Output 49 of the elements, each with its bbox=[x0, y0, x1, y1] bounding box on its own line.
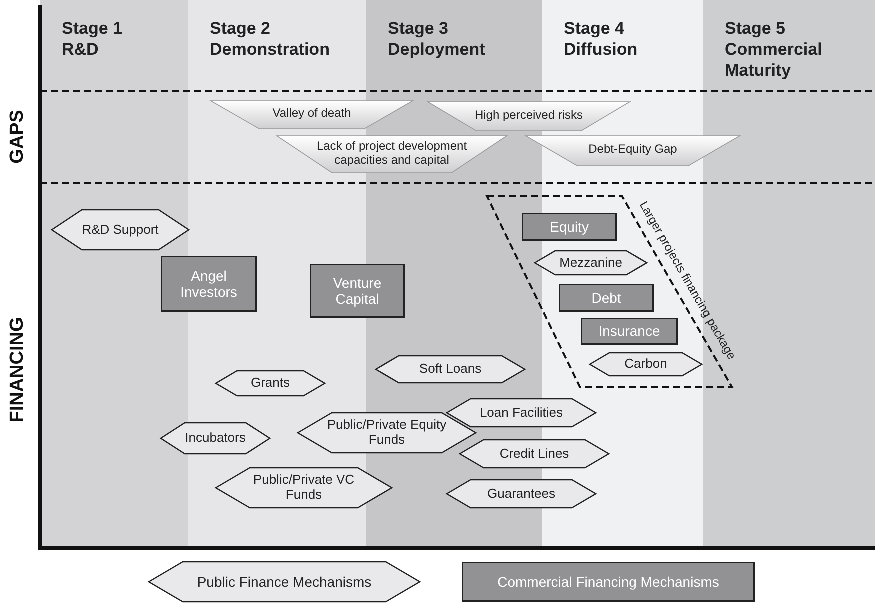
mechanism-label: Loan Facilities bbox=[480, 406, 564, 420]
public-finance-tag bbox=[535, 251, 647, 275]
section-label: FINANCING bbox=[6, 317, 29, 423]
mechanism-label: Public/Private Equity Funds bbox=[326, 418, 448, 448]
stage-heading: Stage 3 Deployment bbox=[388, 18, 486, 60]
gap-banner bbox=[277, 136, 507, 173]
public-finance-tag bbox=[460, 440, 609, 468]
section-label: GAPS bbox=[6, 110, 29, 164]
gap-label: Debt-Equity Gap bbox=[588, 143, 678, 157]
mechanism-label: R&D Support bbox=[82, 222, 159, 238]
public-finance-tag bbox=[376, 356, 525, 383]
mechanism-label: Grants bbox=[250, 376, 290, 391]
gap-banner bbox=[526, 136, 740, 166]
commercial-finance-box bbox=[310, 264, 405, 318]
public-finance-tag bbox=[447, 399, 596, 427]
mechanism-label: Angel Investors bbox=[180, 268, 238, 300]
mechanism-label: Carbon bbox=[624, 357, 668, 372]
mechanism-label: Venture Capital bbox=[332, 274, 383, 308]
commercial-finance-box bbox=[522, 213, 617, 241]
commercial-finance-box bbox=[161, 256, 257, 312]
gap-label: Valley of death bbox=[272, 107, 352, 121]
mechanism-label: Equity bbox=[550, 218, 589, 236]
mechanism-label: Credit Lines bbox=[500, 446, 570, 462]
stage-heading: Stage 4 Diffusion bbox=[564, 18, 639, 60]
stage-heading: Stage 2 Demonstration bbox=[210, 18, 331, 60]
mechanism-label: Debt bbox=[592, 290, 622, 306]
mechanism-label: Soft Loans bbox=[419, 362, 482, 377]
commercial-finance-box bbox=[581, 318, 678, 345]
gap-label: Lack of project development capacities and capital bbox=[316, 140, 468, 168]
commercial-finance-box bbox=[559, 284, 654, 312]
public-finance-tag bbox=[590, 353, 702, 376]
mechanism-label: Incubators bbox=[185, 431, 246, 446]
public-finance-tag bbox=[216, 371, 325, 396]
public-finance-tag bbox=[216, 468, 392, 508]
legend-label: Public Finance Mechanisms bbox=[197, 574, 372, 590]
stage-heading: Stage 5 Commercial Maturity bbox=[725, 18, 824, 81]
public-finance-tag bbox=[298, 413, 476, 453]
mechanism-label: Mezzanine bbox=[560, 256, 622, 270]
stage-heading: Stage 1 R&D bbox=[62, 18, 124, 60]
public-finance-tag bbox=[52, 210, 189, 250]
mechanism-label: Guarantees bbox=[488, 486, 556, 502]
gap-banner bbox=[211, 101, 413, 129]
gap-label: High perceived risks bbox=[474, 108, 584, 122]
mechanism-label: Insurance bbox=[598, 323, 660, 340]
mechanism-label: Public/Private VC Funds bbox=[252, 473, 356, 503]
public-finance-tag bbox=[161, 423, 270, 454]
public-finance-tag bbox=[447, 480, 596, 508]
gap-banner bbox=[428, 102, 630, 131]
legend-label: Commercial Financing Mechanisms bbox=[498, 574, 720, 590]
